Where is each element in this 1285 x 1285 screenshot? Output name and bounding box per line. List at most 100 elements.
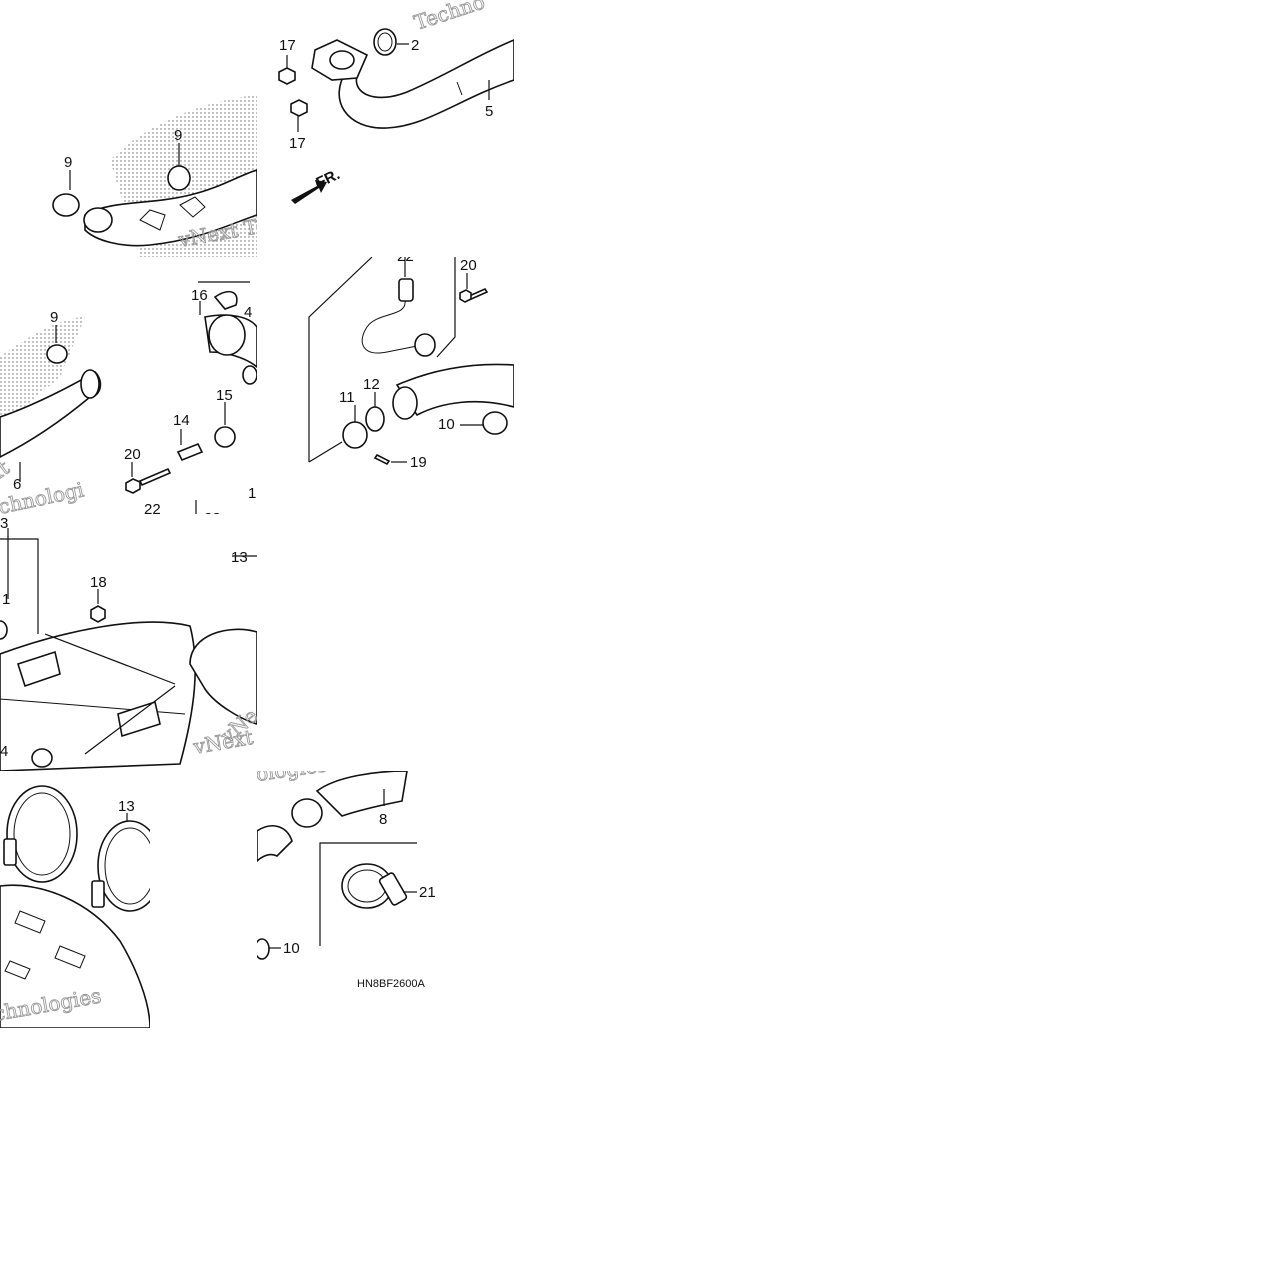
heat-shield: [84, 169, 257, 247]
band-clamp: [6, 785, 78, 883]
callout-10: 10: [438, 416, 455, 433]
shield-cutouts: [4, 910, 86, 980]
frame-line: [436, 257, 456, 358]
band-clamp: [97, 820, 150, 912]
tile-tailpipe-clamp: 8 21 10 HN8BF2600A ologies: [257, 771, 514, 1028]
clamp-screw: [91, 880, 105, 908]
watermark: Techno: [411, 0, 488, 35]
callout-1: 1: [2, 591, 10, 608]
band-clamps-drawing: 13 chnologies: [0, 785, 150, 1028]
hose-clamp: [257, 938, 270, 960]
callout-10: 10: [283, 940, 300, 957]
gasket-ring-inner: [377, 32, 393, 52]
pipe-end: [80, 369, 100, 399]
callout-22: 22: [144, 501, 161, 514]
watermark: ologies: [257, 771, 329, 786]
callout-4: 4: [0, 743, 8, 760]
bolt-head: [459, 289, 472, 303]
flange-nut: [278, 67, 296, 85]
shaded-area: [0, 317, 85, 427]
callout-2: 2: [411, 37, 419, 54]
clamp-screw: [378, 872, 408, 906]
callout-11: 11: [339, 389, 355, 406]
tile-bolts-spacers: 9 16 4 14 15 20 6 22 23 1 xt chnologi no…: [0, 257, 257, 514]
callout-9: 9: [50, 309, 58, 326]
bolts-spacers-drawing: 9 16 4 14 15 20 6 22 23 1 xt chnologi no…: [0, 281, 257, 514]
pipe-seam: [456, 81, 463, 96]
tile-sensor-joint: 22 20 11 12 10 19: [257, 257, 514, 514]
bolt: [373, 453, 391, 466]
exhaust-pipe: [338, 39, 514, 129]
tailpipe-clamp-drawing: 8 21 10 HN8BF2600A ologies: [257, 771, 436, 990]
joint-pipe: [395, 363, 514, 417]
heat-shield: [0, 370, 102, 458]
sensor-wire: [361, 300, 423, 354]
mounting-bracket: [16, 650, 61, 688]
mounting-nut: [90, 605, 106, 623]
callout-18: 18: [90, 574, 107, 591]
callout-9: 9: [64, 154, 72, 171]
front-arrow-icon: [291, 180, 327, 204]
band-clamp-inner: [13, 792, 71, 876]
callout-9: 9: [174, 127, 182, 144]
callout-15: 15: [216, 387, 233, 404]
heat-shield-drawing: 9 9 vNext Te: [52, 95, 257, 257]
callout-5: 5: [485, 103, 493, 120]
sensor-connector: [398, 278, 414, 302]
callout-17: 17: [279, 37, 296, 54]
gasket-ring: [373, 28, 397, 56]
diagram-code: HN8BF2600A: [357, 978, 426, 990]
hose-clamp: [291, 798, 323, 828]
callout-12: 12: [363, 376, 380, 393]
rubber-grommet: [214, 426, 236, 448]
callout-4: 4: [244, 304, 252, 321]
frame-line: [0, 538, 39, 634]
band-clamp-inner: [104, 827, 150, 905]
tile-muffler: 3 18 1 13 4 vNext Te vNe: [0, 514, 257, 771]
flange-port: [329, 50, 355, 70]
exhaust-pipe-drawing: Techno 17 2 5 17 FR.: [278, 0, 514, 204]
callout-14: 14: [173, 412, 190, 429]
callout-19: 19: [410, 454, 427, 471]
resonator-end: [208, 314, 246, 356]
frame-line: [308, 257, 373, 462]
hose-clamp: [52, 193, 80, 217]
tile-heat-shield-clamps: 9 9 vNext Te: [0, 0, 257, 257]
callout-16: 16: [191, 287, 208, 304]
frame-line: [319, 842, 417, 946]
muffler-drawing: 3 18 1 13 4 vNext Te vNe: [0, 515, 257, 771]
muffler-seam: [0, 698, 186, 715]
callout-22: 22: [397, 257, 414, 265]
tile-band-clamps: 13 chnologies: [0, 771, 150, 1028]
flange-nut: [290, 99, 308, 117]
hose-clamp: [46, 344, 68, 364]
callout-3: 3: [0, 515, 8, 532]
callout-13: 13: [118, 798, 135, 815]
shield-cutouts: [139, 196, 206, 231]
callout-17: 17: [289, 135, 306, 152]
callout-8: 8: [379, 811, 387, 828]
front-label: FR.: [314, 166, 343, 192]
hose-clamp: [167, 165, 191, 191]
callout-20: 20: [124, 446, 141, 463]
callout-1: 1: [248, 485, 256, 502]
gasket-ring: [0, 620, 8, 640]
tailpipe: [315, 771, 408, 817]
hose-clamp: [482, 411, 508, 435]
callout-21: 21: [419, 884, 436, 901]
hose-fitting: [213, 290, 238, 310]
sensor-joint-drawing: 22 20 11 12 10 19: [308, 257, 514, 471]
oxygen-sensor: [414, 333, 436, 357]
bolt: [138, 467, 172, 487]
mounting-bracket: [117, 700, 161, 738]
spacer-collar: [176, 442, 204, 462]
callout-13: 13: [231, 549, 248, 566]
callout-23: 23: [204, 510, 221, 514]
band-clamp: [342, 421, 368, 449]
washer: [31, 748, 53, 768]
callout-6: 6: [13, 476, 21, 493]
pipe-collar: [392, 386, 418, 420]
pipe-end: [83, 207, 113, 233]
clamp-screw: [3, 838, 17, 866]
